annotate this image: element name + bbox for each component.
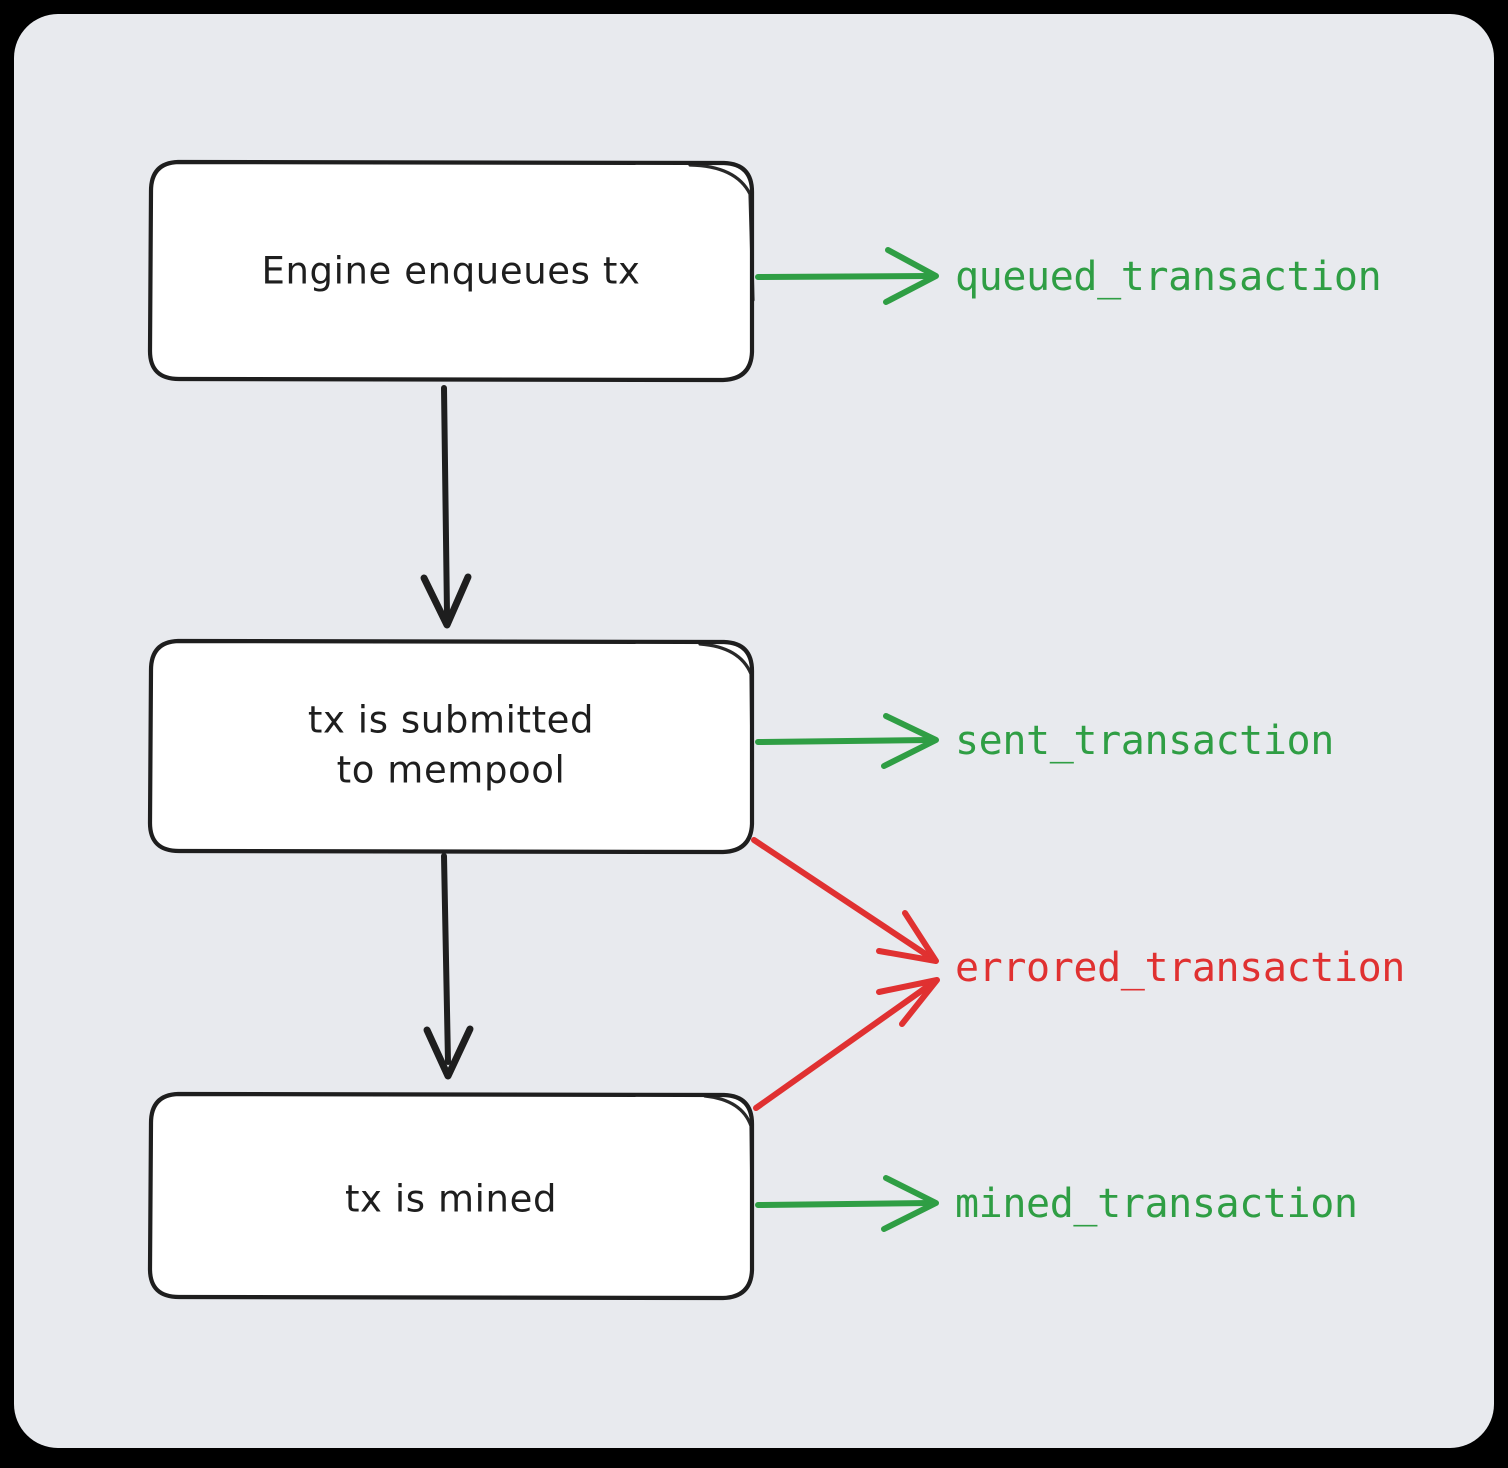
node-submit[interactable]: tx is submitted to mempool xyxy=(147,638,755,855)
node-submit-label-line1: tx is submitted xyxy=(308,699,594,742)
node-enqueue-sketch-stroke xyxy=(688,163,755,302)
node-submit-label-line2: to mempool xyxy=(337,749,566,792)
event-arrow-errored-from-mined-line xyxy=(753,981,934,1111)
event-arrow-mined-head xyxy=(881,1175,939,1232)
node-submit-shape xyxy=(147,638,755,855)
flow-arrow-enqueue-to-submit xyxy=(420,385,472,629)
node-enqueue[interactable]: Engine enqueues tx xyxy=(147,159,755,383)
node-enqueue-shape xyxy=(147,159,755,383)
event-label-queued-transaction: queued_transaction xyxy=(955,254,1381,300)
event-label-sent-transaction: sent_transaction xyxy=(955,718,1334,764)
event-arrow-sent xyxy=(755,713,939,769)
event-arrow-errored-from-mined xyxy=(753,977,940,1111)
event-label-mined-transaction: mined_transaction xyxy=(955,1181,1358,1227)
node-mined[interactable]: tx is mined xyxy=(147,1091,755,1301)
event-arrow-errored-from-mined-head xyxy=(876,977,940,1027)
event-arrow-mined-line xyxy=(755,1200,933,1208)
flow-arrow-submit-to-mined xyxy=(423,853,474,1080)
flow-arrow-submit-to-mined-head xyxy=(423,1025,474,1080)
node-submit-sketch-stroke xyxy=(698,642,754,762)
event-arrow-queued-head xyxy=(883,247,939,305)
event-arrow-mined xyxy=(755,1175,939,1232)
node-enqueue-label: Engine enqueues tx xyxy=(262,250,641,293)
event-arrow-errored-from-submit xyxy=(751,837,939,964)
event-arrow-sent-line xyxy=(755,737,933,745)
event-arrow-sent-head xyxy=(881,713,939,769)
event-arrow-queued xyxy=(755,247,939,305)
event-arrow-queued-line xyxy=(755,273,933,280)
flow-arrow-enqueue-to-submit-head xyxy=(420,573,472,629)
node-mined-sketch-stroke xyxy=(703,1094,754,1202)
event-label-errored-transaction: errored_transaction xyxy=(955,945,1405,991)
event-arrow-errored-from-submit-head xyxy=(876,910,939,964)
flow-arrow-submit-to-mined-line xyxy=(441,853,451,1065)
node-mined-label: tx is mined xyxy=(345,1178,557,1221)
node-mined-shape xyxy=(147,1091,755,1301)
event-arrow-errored-from-submit-line xyxy=(751,837,933,960)
flow-arrow-enqueue-to-submit-line xyxy=(441,385,450,617)
